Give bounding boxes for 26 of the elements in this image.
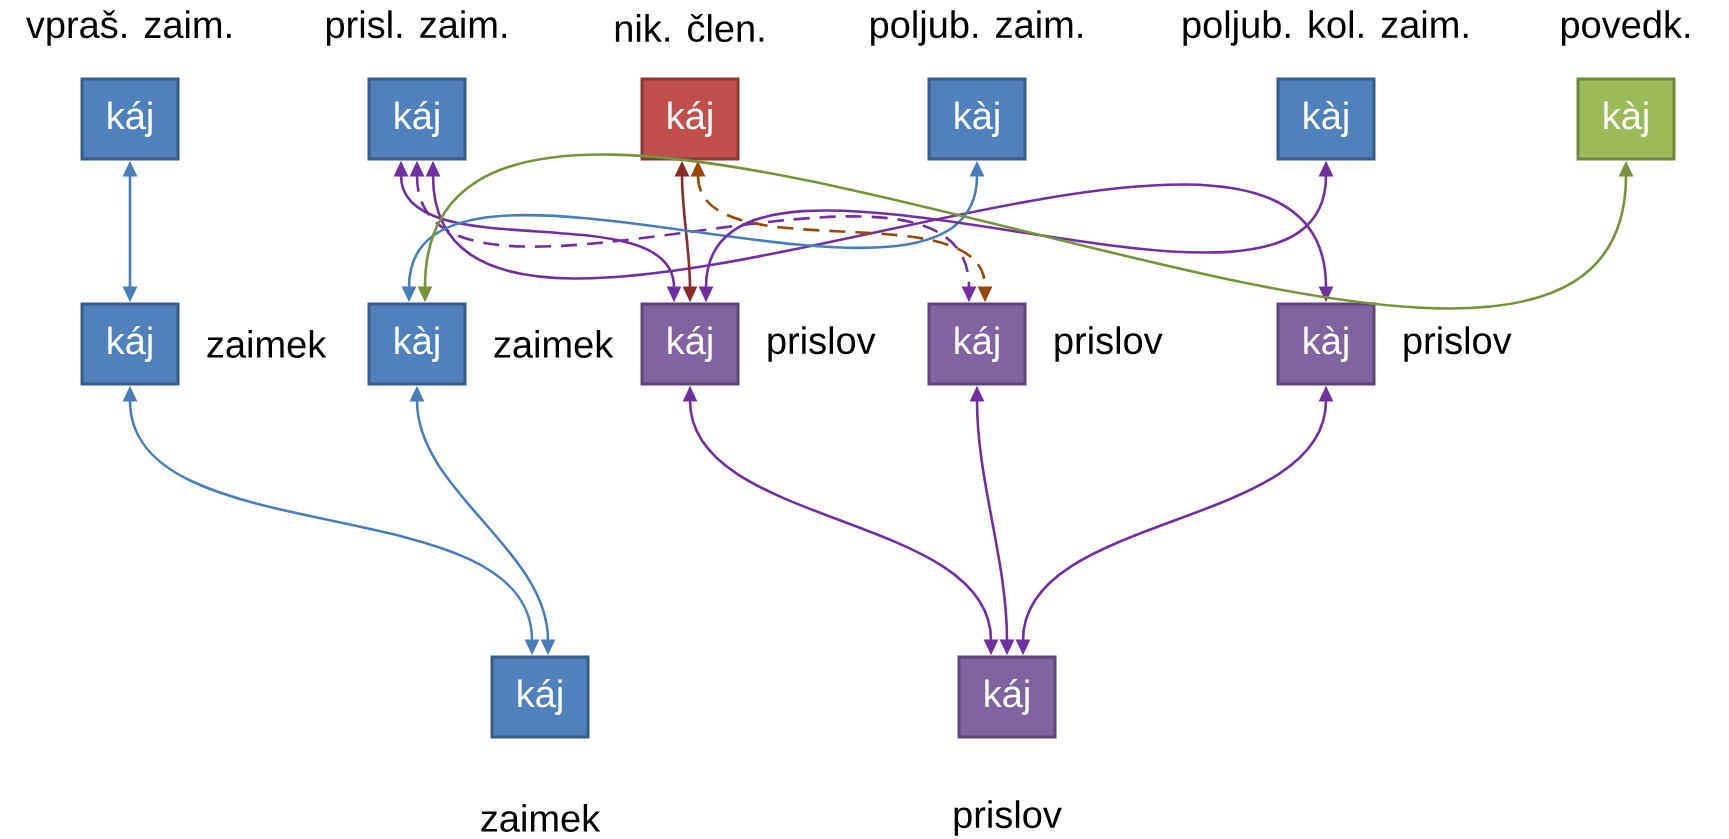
node-label: prislov	[1055, 326, 1163, 362]
node-label: vpraš. zaim.	[25, 10, 231, 46]
node-label: prisl. zaim.	[326, 10, 507, 46]
node-label: povedk.	[1561, 10, 1690, 46]
word-box: káj	[927, 302, 1027, 386]
word-box: káj	[80, 302, 180, 386]
node-label: zaimek	[481, 804, 601, 832]
word-box: kàj	[927, 77, 1027, 161]
node-label: zaimek	[207, 330, 327, 358]
word-box: káj	[490, 655, 590, 739]
word-box: káj	[367, 77, 467, 161]
word-box: kàj	[367, 302, 467, 386]
node-label: poljub. zaim.	[871, 10, 1082, 46]
word-box: káj	[80, 77, 180, 161]
word-box: káj	[640, 302, 740, 386]
node-label: nik. člen.	[615, 14, 764, 42]
node-label: zaimek	[494, 330, 614, 358]
word-box: káj	[640, 77, 740, 161]
node-label: poljub. kol. zaim.	[1183, 10, 1468, 46]
node-label: prislov	[1404, 326, 1512, 362]
word-box: kàj	[1576, 77, 1676, 161]
node-label: prislov	[954, 800, 1062, 836]
word-box: káj	[957, 655, 1057, 739]
node-label: prislov	[768, 326, 876, 362]
word-box: kàj	[1276, 77, 1376, 161]
word-box: kàj	[1276, 302, 1376, 386]
